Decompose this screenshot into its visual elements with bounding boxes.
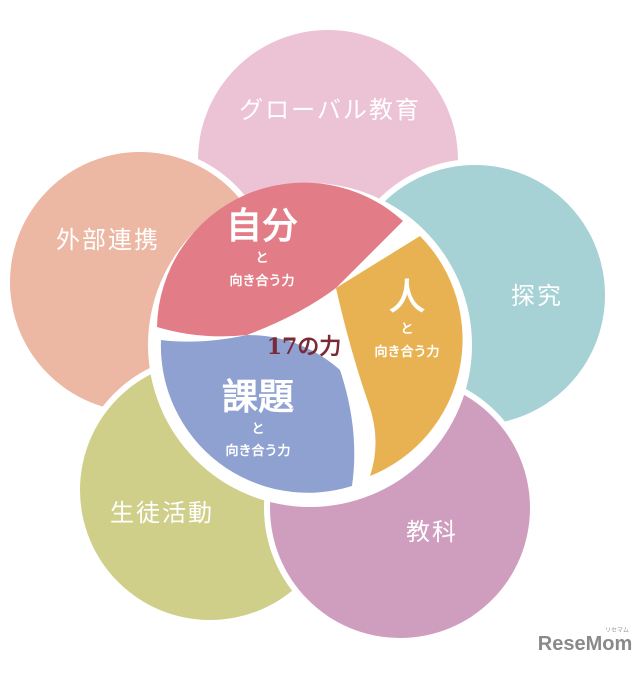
center-label: 17の力 [267, 334, 342, 360]
inner-title-issues: 課題 [222, 376, 294, 418]
label-student-activities: 生徒活動 [110, 499, 214, 527]
inner-connector-people: と [400, 322, 413, 337]
inner-sub-people: 向き合う力 [374, 344, 439, 360]
segment-issues [160, 335, 355, 493]
inner-sub-issues: 向き合う力 [225, 443, 290, 459]
label-inquiry: 探究 [511, 282, 563, 310]
inner-sub-self: 向き合う力 [229, 273, 294, 289]
segment-self [157, 182, 403, 337]
watermark: ReseMom リセマム [538, 627, 632, 655]
inner-title-self: 自分 [226, 205, 298, 247]
watermark-brand: ReseMom [538, 633, 632, 655]
inner-title-people: 人 [389, 276, 425, 318]
label-subjects: 教科 [406, 518, 458, 546]
inner-connector-issues: と [251, 422, 264, 437]
segment-people [336, 236, 463, 476]
inner-segments [157, 182, 463, 493]
inner-connector-self: と [255, 251, 268, 266]
label-global-education: グローバル教育 [239, 96, 421, 124]
watermark-small: リセマム [605, 627, 629, 634]
label-external-collaboration: 外部連携 [56, 226, 160, 254]
